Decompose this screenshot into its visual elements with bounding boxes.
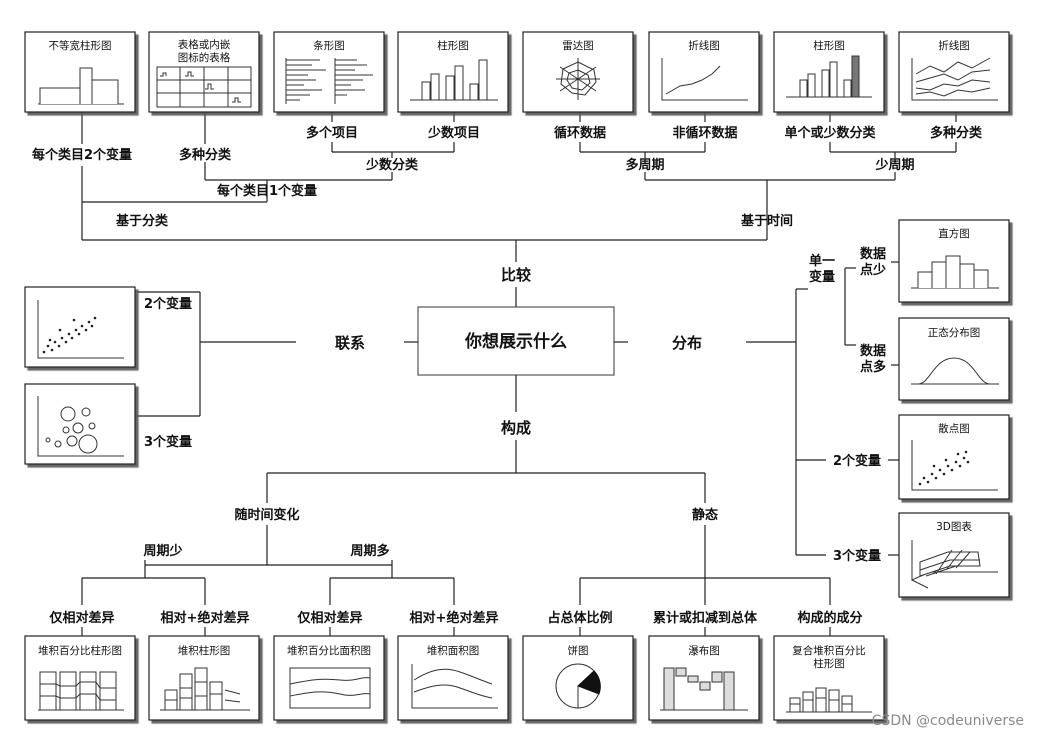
svg-text:堆积柱形图: 堆积柱形图 [178, 644, 231, 657]
card-3d: 3D图表 [898, 512, 1010, 598]
branch-composition: 构成 [501, 419, 531, 437]
card-variable-width-column: 不等宽柱形图 [24, 31, 136, 113]
label-non-cyclic: 非循环数据 [672, 125, 737, 141]
svg-text:堆积百分比柱形图: 堆积百分比柱形图 [38, 644, 122, 657]
svg-text:图标的表格: 图标的表格 [178, 51, 231, 64]
card-histogram: 直方图 [898, 219, 1010, 303]
center-title: 你想展示什么 [464, 331, 567, 352]
branch-distribution: 分布 [672, 334, 702, 352]
svg-text:不等宽柱形图: 不等宽柱形图 [49, 39, 112, 52]
label-by-time: 基于时间 [740, 213, 793, 229]
card-column-2: 柱形图 [773, 31, 885, 113]
label-share-of-total: 占总体比例 [547, 610, 612, 626]
label-many-points-1: 数据 [860, 343, 886, 359]
card-line-2: 折线图 [898, 31, 1010, 113]
label-dist-two-var: 2个变量 [833, 453, 881, 469]
label-many-points-2: 点多 [860, 359, 886, 375]
watermark: CSDN @codeuniverse [872, 713, 1024, 729]
svg-text:饼图: 饼图 [568, 644, 589, 657]
svg-text:堆积百分比面积图: 堆积百分比面积图 [287, 644, 371, 657]
label-components: 构成的成分 [797, 610, 862, 626]
label-one-var-per-item: 每个类目1个变量 [217, 183, 317, 199]
svg-text:散点图: 散点图 [938, 422, 970, 435]
label-by-category: 基于分类 [115, 213, 169, 229]
svg-text:折线图: 折线图 [688, 39, 720, 52]
card-pie: 饼图 [522, 635, 634, 721]
label-relative-only-2: 仅相对差异 [296, 610, 362, 626]
label-few-periods: 少周期 [874, 157, 914, 173]
label-relation-two-var: 2个变量 [144, 296, 192, 312]
connector-lines [81, 112, 957, 636]
card-column-1: 柱形图 [397, 31, 509, 113]
label-over-time: 随时间变化 [234, 507, 299, 523]
card-waterfall: 瀑布图 [648, 635, 760, 721]
label-single-var-2: 变量 [809, 269, 835, 285]
svg-text:堆积面积图: 堆积面积图 [427, 645, 480, 657]
svg-text:直方图: 直方图 [938, 227, 970, 240]
svg-text:柱形图: 柱形图 [813, 39, 845, 52]
label-two-var-per-item: 每个类目2个变量 [32, 147, 132, 163]
label-dist-three-var: 3个变量 [833, 548, 881, 564]
label-single-or-few: 单个或少数分类 [784, 125, 876, 141]
svg-text:表格或内嵌: 表格或内嵌 [178, 38, 231, 51]
card-scatter-dist: 散点图 [898, 414, 1010, 500]
svg-text:条形图: 条形图 [313, 39, 345, 52]
card-radar: 雷达图 [522, 31, 634, 113]
label-comp-few-periods: 周期少 [143, 543, 182, 559]
label-comp-many-periods: 周期多 [350, 543, 389, 559]
card-bar: 条形图 [273, 31, 385, 113]
card-complex-stacked-pct: 复合堆积百分比 柱形图 [773, 635, 885, 721]
branch-compare: 比较 [501, 266, 531, 284]
label-rel-abs-2: 相对+绝对差异 [410, 610, 499, 626]
label-few-items: 少数项目 [427, 125, 480, 141]
label-many-categories: 多种分类 [179, 147, 232, 163]
card-bubble-relation [24, 383, 136, 465]
svg-text:正态分布图: 正态分布图 [928, 326, 981, 339]
label-few-points-2: 点少 [860, 262, 886, 278]
branch-relation: 联系 [335, 334, 365, 352]
label-relation-three-var: 3个变量 [144, 434, 192, 450]
card-stacked-pct-area: 堆积百分比面积图 [273, 635, 385, 721]
card-stacked-pct-column: 堆积百分比柱形图 [24, 635, 136, 721]
label-few-categories: 少数分类 [365, 157, 419, 173]
svg-text:雷达图: 雷达图 [562, 40, 594, 52]
card-normal: 正态分布图 [898, 317, 1010, 401]
card-line-1: 折线图 [648, 31, 760, 113]
card-stacked-column: 堆积柱形图 [148, 635, 260, 721]
label-few-points-1: 数据 [860, 246, 886, 262]
svg-text:瀑布图: 瀑布图 [688, 644, 720, 657]
label-relative-only-1: 仅相对差异 [48, 610, 114, 626]
card-stacked-area: 堆积面积图 [397, 635, 509, 721]
card-table: 表格或内嵌 图标的表格 [148, 31, 260, 113]
card-scatter-relation [24, 286, 136, 368]
svg-text:柱形图: 柱形图 [813, 657, 845, 670]
label-many-kinds: 多种分类 [930, 125, 983, 141]
label-many-items: 多个项目 [306, 125, 358, 141]
svg-text:柱形图: 柱形图 [437, 39, 469, 52]
center-box [417, 306, 615, 376]
svg-text:复合堆积百分比: 复合堆积百分比 [792, 644, 866, 657]
label-single-var-1: 单一 [809, 253, 835, 269]
label-accumulate: 累计或扣减到总体 [653, 610, 758, 626]
svg-text:3D图表: 3D图表 [936, 520, 972, 533]
label-static: 静态 [692, 507, 718, 523]
label-rel-abs-1: 相对+绝对差异 [161, 610, 250, 626]
label-many-periods: 多周期 [625, 157, 664, 173]
label-cyclic: 循环数据 [554, 125, 606, 141]
svg-text:折线图: 折线图 [938, 39, 970, 52]
